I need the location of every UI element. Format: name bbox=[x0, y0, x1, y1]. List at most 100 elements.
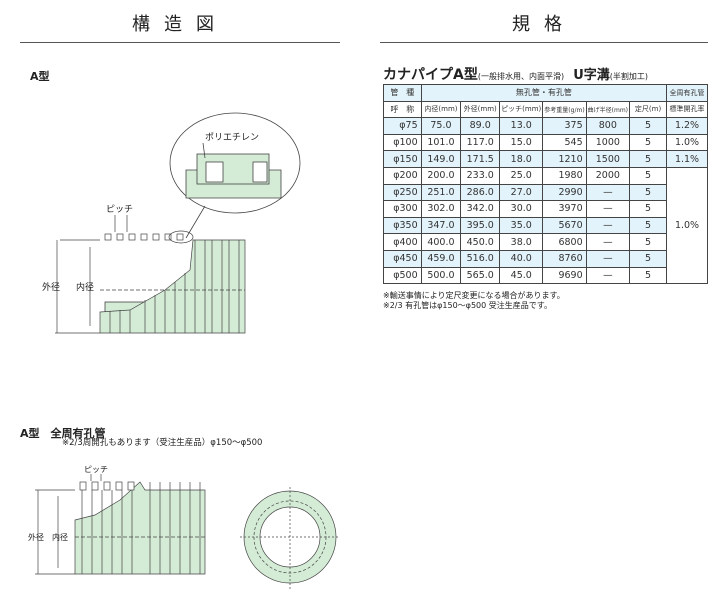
table-cell: 1.0% bbox=[666, 133, 708, 152]
table-cell: 18.0 bbox=[499, 150, 544, 168]
table-cell: 38.0 bbox=[499, 233, 544, 251]
table-cell: 35.0 bbox=[499, 216, 544, 235]
table-cell: 149.0 bbox=[420, 150, 462, 168]
table-cell: 200.0 bbox=[420, 166, 462, 185]
spec-title: カナパイプA型(一般排水用、内面平滑) U字溝(半割加工) bbox=[383, 64, 648, 84]
table-cell: φ250 bbox=[383, 183, 422, 202]
table-cell: — bbox=[585, 183, 631, 202]
table-cell: 89.0 bbox=[460, 117, 501, 135]
product-name: カナパイプA型 bbox=[383, 67, 478, 83]
table-cell: 2990 bbox=[542, 183, 587, 202]
table-cell: φ450 bbox=[383, 249, 422, 268]
table-cell: 545 bbox=[542, 133, 587, 152]
table-cell: 1980 bbox=[542, 166, 587, 185]
table-cell: φ350 bbox=[383, 216, 422, 235]
table-cell: 5 bbox=[629, 266, 668, 285]
table-cell: 5 bbox=[629, 133, 668, 152]
table-cell: — bbox=[585, 249, 631, 268]
table-cell: 800 bbox=[585, 117, 631, 135]
table-cell: 347.0 bbox=[420, 216, 462, 235]
header-cell: 呼 称 bbox=[383, 100, 422, 119]
table-cell: 1000 bbox=[585, 133, 631, 152]
note-line: ※2/3 有孔管はφ150～φ500 受注生産品です。 bbox=[383, 301, 552, 310]
type-a-perforated-label: A型 全周有孔管 bbox=[20, 427, 106, 440]
header-cell: 内径(mm) bbox=[420, 100, 462, 119]
table-cell: 233.0 bbox=[460, 166, 501, 185]
table-cell: 13.0 bbox=[499, 117, 544, 135]
outer-diameter-label: 外径 bbox=[28, 532, 44, 542]
table-cell: 117.0 bbox=[460, 133, 501, 152]
table-cell: — bbox=[585, 233, 631, 251]
table-cell: 1.0% bbox=[666, 166, 708, 285]
perforated-pipe-diagram: ピッチ 外径 内径 bbox=[28, 465, 340, 590]
table-cell: φ300 bbox=[383, 200, 422, 218]
table-header-row: 呼 称 内径(mm) 外径(mm) ピッチ(mm) 参考重量(g/m) 曲げ半径… bbox=[383, 100, 708, 119]
table-cell: 5 bbox=[629, 117, 668, 135]
header-cell: 無孔管・有孔管 bbox=[420, 84, 668, 102]
notes: ※輸送事情により定尺変更になる場合があります。 ※2/3 有孔管はφ150～φ5… bbox=[383, 291, 565, 311]
table-cell: 5 bbox=[629, 233, 668, 251]
table-cell: φ100 bbox=[383, 133, 422, 152]
table-cell: 400.0 bbox=[420, 233, 462, 251]
table-cell: 101.0 bbox=[420, 133, 462, 152]
table-cell: 565.0 bbox=[460, 266, 501, 285]
table-cell: — bbox=[585, 216, 631, 235]
type-a-label: A型 bbox=[30, 70, 50, 83]
table-cell: 5 bbox=[629, 183, 668, 202]
table-cell: φ150 bbox=[383, 150, 422, 168]
table-cell: 75.0 bbox=[420, 117, 462, 135]
inner-diameter-label: 内径 bbox=[52, 532, 68, 542]
table-cell: 5 bbox=[629, 150, 668, 168]
table-cell: 302.0 bbox=[420, 200, 462, 218]
table-cell: — bbox=[585, 200, 631, 218]
table-cell: 1.2% bbox=[666, 117, 708, 135]
outer-diameter-label: 外径 bbox=[42, 281, 60, 293]
u-gutter-label: U字溝 bbox=[573, 68, 610, 83]
pitch-label: ピッチ bbox=[106, 204, 133, 215]
table-cell: 5 bbox=[629, 200, 668, 218]
table-cell: 251.0 bbox=[420, 183, 462, 202]
material-label: ポリエチレン bbox=[205, 132, 259, 143]
table-cell: φ75 bbox=[383, 117, 422, 135]
table-cell: — bbox=[585, 266, 631, 285]
table-header-row: 管 種 無孔管・有孔管 全周有孔管 bbox=[383, 84, 708, 102]
table-cell: 500.0 bbox=[420, 266, 462, 285]
pipe-structure-diagram: ポリエチレン ピッチ 外径 内径 bbox=[42, 112, 301, 334]
pitch-label: ピッチ bbox=[84, 465, 108, 474]
perforated-note: ※2/3周開孔もあります（受注生産品）φ150～φ500 bbox=[62, 438, 263, 448]
inner-diameter-label: 内径 bbox=[76, 281, 94, 293]
table-cell: 171.5 bbox=[460, 150, 501, 168]
header-cell: 標準開孔率 bbox=[666, 100, 708, 119]
table-cell: 1.1% bbox=[666, 150, 708, 168]
spec-table: 管 種 無孔管・有孔管 全周有孔管 呼 称 内径(mm) 外径(mm) ピッチ(… bbox=[383, 84, 708, 285]
header-cell: 曲げ半径(mm) bbox=[585, 100, 631, 119]
table-cell: 1500 bbox=[585, 150, 631, 168]
table-cell: 25.0 bbox=[499, 166, 544, 185]
table-cell: 5 bbox=[629, 216, 668, 235]
structure-heading: 構造図 bbox=[132, 14, 228, 35]
spec-heading: 規格 bbox=[512, 14, 576, 35]
table-cell: φ200 bbox=[383, 166, 422, 185]
table-cell: 8760 bbox=[542, 249, 587, 268]
pipe-ribs bbox=[55, 215, 246, 334]
table-cell: 375 bbox=[542, 117, 587, 135]
table-cell: 5 bbox=[629, 166, 668, 185]
table-cell: 395.0 bbox=[460, 216, 501, 235]
header-cell: 管 種 bbox=[383, 84, 422, 102]
divider bbox=[20, 42, 340, 43]
table-cell: 6800 bbox=[542, 233, 587, 251]
table-cell: 45.0 bbox=[499, 266, 544, 285]
table-cell: φ500 bbox=[383, 266, 422, 285]
header-cell: 外径(mm) bbox=[460, 100, 501, 119]
header-cell: 全周有孔管 bbox=[666, 84, 708, 102]
table-cell: 40.0 bbox=[499, 249, 544, 268]
table-cell: 1210 bbox=[542, 150, 587, 168]
note-line: ※輸送事情により定尺変更になる場合があります。 bbox=[383, 291, 565, 300]
